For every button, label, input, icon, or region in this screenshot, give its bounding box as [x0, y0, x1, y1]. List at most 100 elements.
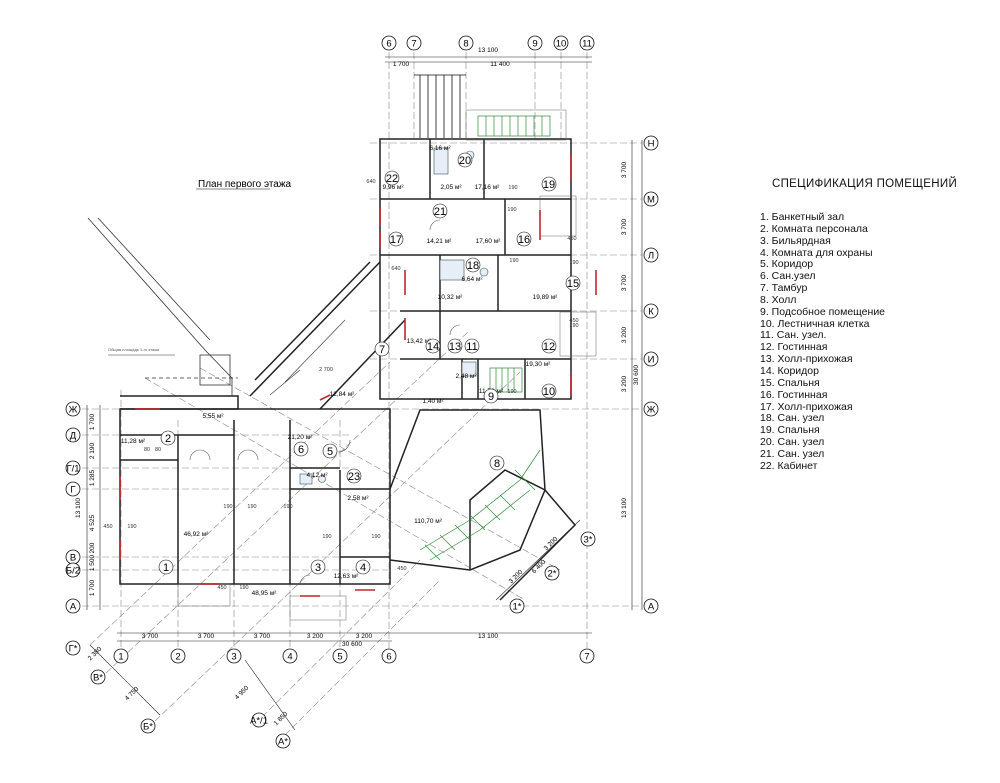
room-number-marker: 20 — [457, 152, 473, 168]
room-number: 7 — [379, 344, 385, 356]
room-number: 4 — [360, 562, 366, 574]
room-number: 10 — [543, 386, 555, 398]
spec-item: 15. Спальня — [760, 376, 820, 389]
room-area-label: 1,40 м² — [422, 398, 444, 405]
room-number-marker: 14 — [425, 338, 441, 354]
axis-label: Л — [648, 251, 654, 262]
room-number: 18 — [467, 260, 479, 272]
axis-label: 4 — [287, 652, 292, 663]
room-area-label: 2,05 м² — [440, 184, 462, 191]
room-number: 5 — [327, 446, 333, 458]
axis-bubble-diagonal: А*/1 — [250, 712, 268, 728]
small-dimension-labels: 6406401901901901901901904504501902 70080… — [103, 179, 578, 591]
small-dimension-label: 190 — [127, 524, 136, 530]
axis-label: 2 — [175, 652, 180, 663]
axis-bubble-bottom: 6 — [381, 648, 397, 664]
room-number: 20 — [459, 155, 471, 167]
axis-label: А* — [278, 737, 288, 748]
room-area-label: 5,55 м² — [202, 413, 224, 420]
dimension-label: 3 200 — [356, 633, 373, 640]
room-number: 2 — [165, 433, 171, 445]
axis-label: А*/1 — [250, 716, 268, 727]
axis-label: Г* — [69, 644, 78, 655]
small-dimension-label: 450 — [217, 585, 226, 591]
dimension-label: 3 700 — [621, 218, 628, 235]
axis-bubble-diagonal: В* — [90, 669, 106, 685]
room-area-label: 19,30 м² — [526, 361, 552, 368]
axis-label: 6 — [386, 652, 391, 663]
room-number-marker: 10 — [541, 383, 557, 399]
spec-item: 20. Сан. узел — [760, 436, 825, 449]
room-number-marker: 12 — [541, 338, 557, 354]
dimension-label: 3 700 — [621, 161, 628, 178]
spec-item: 8. Холл — [760, 293, 797, 306]
room-number: 15 — [567, 278, 579, 290]
spec-item: 19. Спальня — [760, 424, 820, 437]
spec-item: 16. Гостинная — [760, 388, 828, 401]
axis-bubble-left: Ж — [65, 401, 81, 417]
spec-item: 17. Холл-прихожая — [760, 400, 853, 413]
small-dimension-label: 190 — [371, 534, 380, 540]
room-number: 9 — [488, 391, 494, 403]
small-dimension-label: 640 — [366, 179, 375, 185]
room-number-marker: 3 — [310, 559, 326, 575]
room-number-marker: 17 — [388, 231, 404, 247]
spec-item: 3. Бильярдная — [760, 234, 831, 247]
axis-label: 9 — [532, 39, 537, 50]
room-number-marker: 21 — [432, 203, 448, 219]
room-number: 13 — [449, 341, 461, 353]
axis-label: А — [70, 602, 77, 613]
dimension-label: 200 — [89, 542, 96, 553]
dimension-label: 3 200 — [621, 326, 628, 343]
axis-bubble-left: Г — [65, 481, 81, 497]
axis-markers-left: Ж Д Г/1Г В Б/2А — [65, 401, 81, 614]
room-area-label: 2,48 м² — [455, 373, 477, 380]
room-number-marker: 22 — [384, 170, 400, 186]
axis-bubble-bottom: 1 — [113, 648, 129, 664]
dimension-label: 3 700 — [142, 633, 159, 640]
axis-label: Г/1 — [66, 464, 79, 475]
axis-label: Г — [70, 485, 75, 496]
dimension-label: 11 400 — [490, 61, 510, 68]
dimension-label: 1 700 — [89, 413, 96, 430]
dimension-label: 1 700 — [89, 579, 96, 596]
plan-tiny-note: Общая площадь 1-го этажа — [108, 347, 160, 352]
axis-label: В — [70, 553, 76, 564]
axis-label: Б* — [143, 722, 153, 733]
spec-item: 7. Тамбур — [760, 282, 808, 295]
entrance-canopy — [87, 217, 238, 396]
room-number: 23 — [348, 471, 360, 483]
axis-label: Б/2 — [66, 566, 80, 577]
small-dimension-label: 450 — [567, 236, 576, 242]
room-number: 12 — [543, 341, 555, 353]
room-area-label: 46,92 м² — [184, 531, 210, 538]
dimension-label: 4 950 — [234, 684, 251, 701]
dimension-label: 13 100 — [75, 498, 82, 518]
room-number-marker: 23 — [346, 468, 362, 484]
dimension-label: 3 200 — [508, 568, 525, 585]
axis-bubble-right: К — [643, 303, 659, 319]
room-number-marker: 5 — [322, 443, 338, 459]
small-dimension-label: 450 — [397, 566, 406, 572]
small-dimension-label: 190 — [322, 534, 331, 540]
axis-label: 5 — [337, 652, 342, 663]
small-dimension-label: 190 — [239, 585, 248, 591]
door-swings — [189, 219, 461, 586]
axis-label: Д — [70, 431, 77, 442]
small-dimension-label: 640 — [391, 266, 400, 272]
axis-label: 7 — [584, 652, 589, 663]
spec-item: 1. Банкетный зал — [760, 211, 845, 223]
room-area-label: 17,60 м² — [476, 238, 502, 245]
room-area-label: 14,21 м² — [427, 238, 453, 245]
room-number-marker: 19 — [541, 176, 557, 192]
room-area-label: 48,95 м² — [252, 590, 278, 597]
axis-label: 11 — [582, 39, 592, 50]
room-area-label: 9,96 м² — [382, 184, 404, 191]
axis-label: В* — [93, 673, 103, 684]
